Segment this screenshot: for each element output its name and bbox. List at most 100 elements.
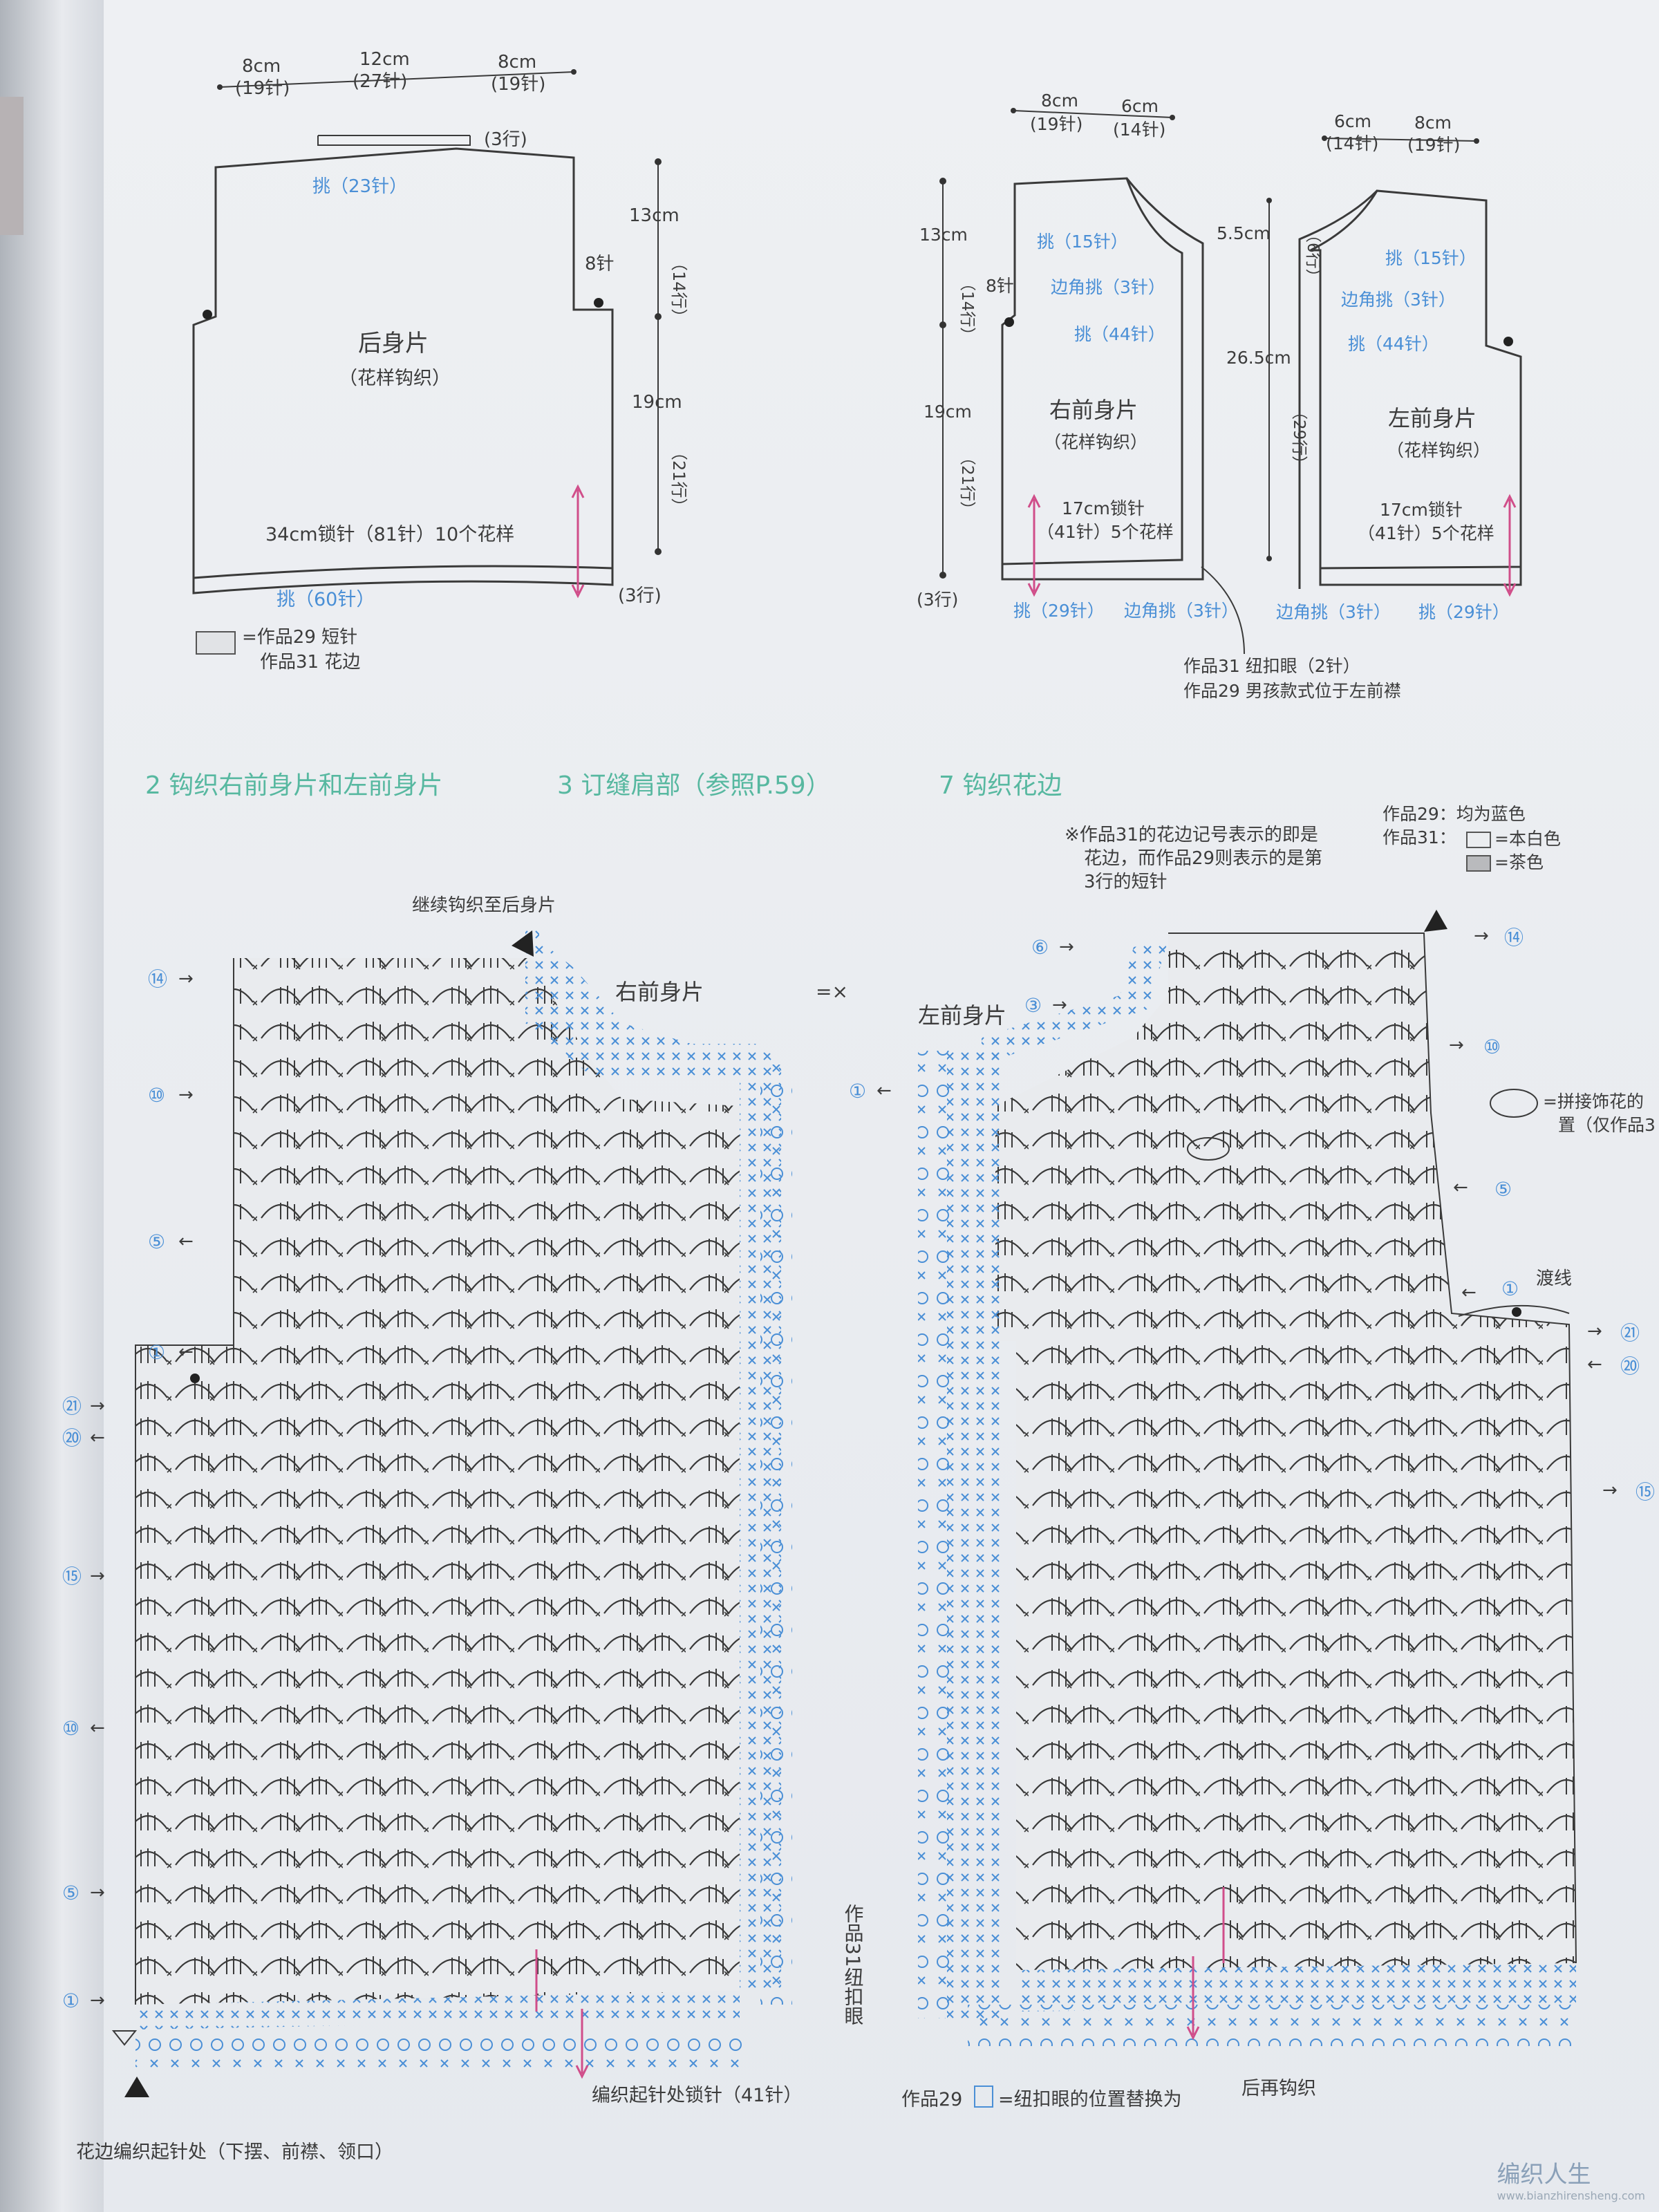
row-arrow: →: [1587, 1321, 1602, 1342]
right-front-chart: 继续钩织至后身片 右前身片 ⑭ → ⑩ → ⑤ ← ① ← ㉑ → ⑳ ← ⑮ …: [62, 895, 865, 2163]
dim-label: (19针): [235, 78, 290, 99]
dim-label: 8cm: [1041, 91, 1078, 111]
stitch-label: 8针: [986, 276, 1014, 296]
book-spine: [0, 0, 104, 2212]
pickup-label: 边角挑（3针）: [1124, 601, 1239, 621]
neck-rows-label: (3行): [484, 129, 527, 150]
left-edge-picot: [918, 1051, 950, 2018]
stitch-label: 8针: [585, 254, 615, 274]
dim-label: 19cm: [632, 392, 682, 413]
dim-label: (14针): [1113, 120, 1165, 140]
pickup-label: 边角挑（3针）: [1051, 277, 1165, 297]
row-marker: ①: [148, 1341, 165, 1364]
row-arrow: →: [1052, 995, 1067, 1015]
chart-note: 作品31纽扣眼: [842, 1904, 865, 2025]
row-marker: ⑩: [148, 1084, 165, 1107]
row-marker: ⑤: [1494, 1178, 1512, 1201]
dim-label: (3行): [917, 590, 958, 610]
dim-label: （21行）: [669, 444, 688, 515]
right-edge-picot: [760, 1065, 792, 2005]
back-border: [192, 568, 614, 594]
row-arrow: ←: [1587, 1354, 1602, 1375]
pickup-label: 挑（15针）: [1385, 248, 1477, 268]
step-heading: 2 钩织右前身片和左前身片: [145, 771, 442, 800]
left-bottom-picot: [968, 2005, 1576, 2046]
row-arrow: ←: [178, 1231, 194, 1252]
row-arrow: →: [178, 968, 194, 989]
chart-note: 花边编织起针处（下摆、前襟、领口）: [76, 2141, 393, 2163]
watermark-text: 编织人生: [1497, 2161, 1591, 2188]
right-front-outline: [1001, 177, 1183, 565]
back-outline: [192, 147, 614, 579]
pickup-label: 挑（44针）: [1348, 334, 1439, 354]
piece-title: 左前身片: [1388, 405, 1477, 431]
dim-label: 8cm: [498, 52, 536, 73]
chart-note: 后再钩织: [1241, 2078, 1316, 2099]
row-arrow: ←: [1461, 1282, 1477, 1303]
chain-label: 17cm锁针: [1380, 500, 1463, 520]
row-marker: ⑭: [148, 968, 167, 991]
dim-label: (14针): [1326, 133, 1378, 153]
pattern-label: （花样钩织）: [1387, 440, 1490, 460]
step-heading: 3 订缝肩部（参照P.59）: [557, 771, 831, 800]
pickup-label: 边角挑（3针）: [1276, 602, 1391, 622]
right-bottom-picot: [135, 2030, 744, 2071]
note-text: 作品31 纽扣眼（2针）: [1183, 656, 1360, 676]
row-arrow: →: [1059, 937, 1074, 957]
chain-label: （41针）5个花样: [1358, 523, 1494, 543]
row-marker: ⑤: [62, 1882, 79, 1904]
row-arrow: →: [1474, 926, 1489, 946]
note-text: 作品29 男孩款式位于左前襟: [1183, 681, 1401, 701]
dim-label: 26.5cm: [1226, 348, 1291, 368]
row-marker: ③: [1024, 994, 1042, 1017]
left-front-schematic: 6cm (14针) 8cm (19针) 挑（15针） 边角挑（3针） 挑（44针…: [1183, 111, 1522, 701]
legend-text: =本白色: [1494, 829, 1561, 849]
pickup-label: 挑（60针）: [276, 589, 375, 610]
row-marker: ㉑: [1620, 1322, 1640, 1344]
dim-label: 19cm: [924, 402, 972, 422]
dim-label: (19针): [491, 74, 545, 95]
row-arrow: →: [1602, 1480, 1618, 1501]
pickup-label: 挑（44针）: [1074, 324, 1165, 344]
left-front-border: [1298, 189, 1522, 589]
dim-label: （21行）: [958, 449, 976, 517]
row-marker: ⑮: [62, 1565, 82, 1588]
chart-note: 置（仅作品3: [1558, 1115, 1656, 1135]
watermark: 编织人生 www.bianzhirensheng.com: [1497, 2155, 1646, 2202]
right-front-border: [1001, 178, 1204, 581]
row-marker: ⑤: [148, 1230, 165, 1253]
step-headings: 2 钩织右前身片和左前身片 3 订缝肩部（参照P.59） 7 钩织花边 ※作品3…: [145, 771, 1561, 892]
row-arrow: →: [90, 1882, 105, 1903]
chart-note: =纽扣眼的位置替换为: [998, 2089, 1182, 2110]
pickup-label: 挑（29针）: [1418, 602, 1510, 622]
row-arrow: →: [90, 1396, 105, 1416]
dim-label: 5.5cm: [1217, 223, 1271, 243]
chart-note: =拼接饰花的: [1543, 1091, 1644, 1112]
chain-label: 17cm锁针: [1062, 498, 1145, 518]
chart-note: 编织起针处锁针（41针）: [592, 2085, 802, 2106]
legend-text: =作品29 短针: [242, 627, 357, 648]
row-arrow: →: [90, 1990, 105, 2011]
right-front-schematic: 8cm (19针) 6cm (14针) 13cm （14行） 8针 挑（15针）…: [917, 91, 1239, 621]
chart-title: 右前身片: [615, 979, 704, 1005]
row-marker: ①: [849, 1080, 866, 1103]
chain-label: 34cm锁针（81针）10个花样: [265, 524, 514, 545]
legend-text: 作品31 花边: [260, 652, 360, 673]
left-shell-area: [995, 933, 1576, 1970]
row-arrow: →: [178, 1085, 194, 1105]
left-edge-sc: [947, 1051, 1002, 2018]
left-front-chart: 左前身片 ⑥ → ③ → ① ← → ⑭ → ⑩ ← ⑤ ← ① 渡线 → ㉑ …: [849, 910, 1656, 2110]
pickup-label: 挑（23针）: [312, 176, 407, 197]
row-marker: ⑩: [1483, 1035, 1501, 1058]
row-marker: ⑥: [1031, 936, 1049, 959]
back-schematic: 8cm (19针) 12cm (27针) 8cm (19针) (3行) 挑（23…: [192, 49, 688, 673]
left-front-outline: [1310, 189, 1522, 570]
chain-label: （41针）5个花样: [1037, 522, 1174, 542]
mid-dims: 5.5cm （6行） 26.5cm （29行）: [1217, 198, 1322, 561]
row-marker: ⑳: [1620, 1355, 1640, 1378]
legend-text: 作品31：: [1382, 827, 1456, 847]
pattern-label: （花样钩织）: [339, 368, 451, 389]
chart-note: 继续钩织至后身片: [412, 895, 556, 916]
row-marker: ①: [1501, 1277, 1519, 1300]
dim-label: 8cm: [242, 56, 281, 77]
